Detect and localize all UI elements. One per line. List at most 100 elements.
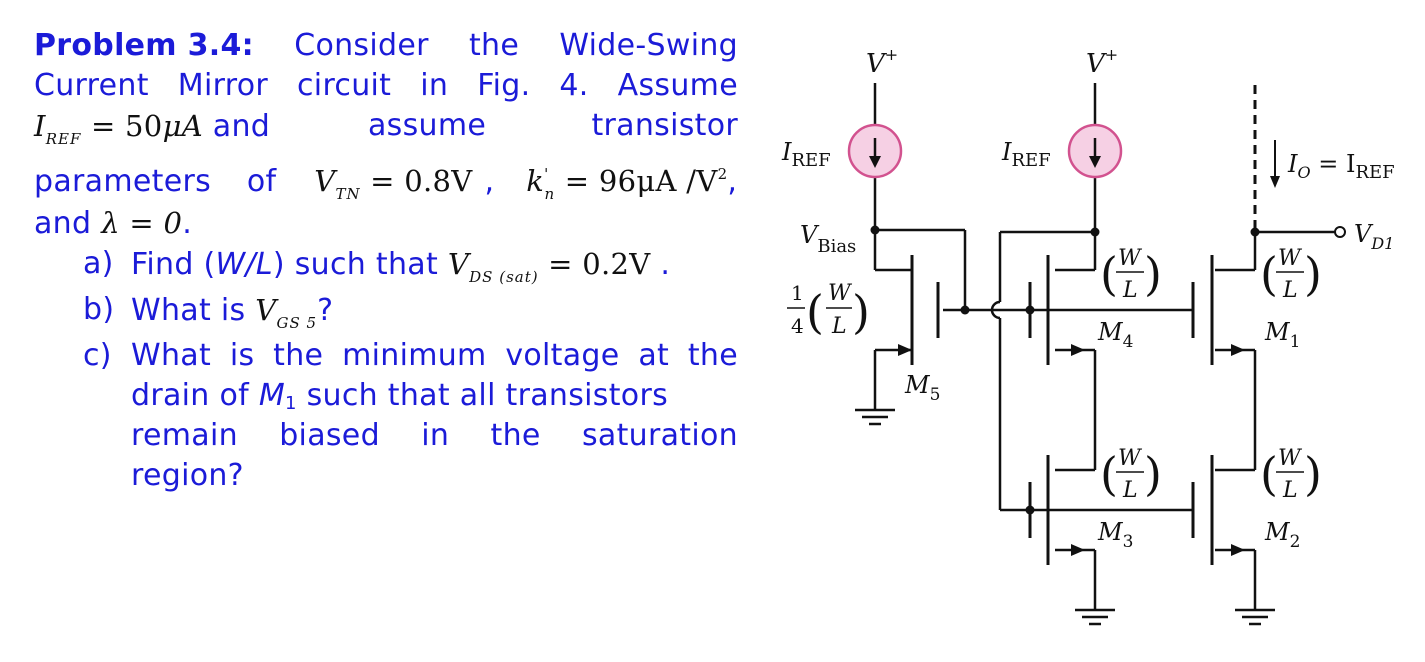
word: assume — [368, 108, 487, 143]
problem-title: Problem 3.4: — [34, 28, 254, 63]
word: Mirror — [177, 68, 268, 103]
word: Wide-Swing — [559, 28, 738, 63]
ground-symbols — [855, 408, 1275, 626]
m1-ratio: ( W L ) — [1260, 246, 1322, 303]
iref-label-left: IREF — [781, 138, 831, 171]
output-current-arrow — [1270, 140, 1280, 188]
problem-line-5: and λ = 0. — [34, 202, 738, 244]
svg-text:): ) — [1304, 247, 1322, 301]
m3-ratio: ( W L ) — [1100, 446, 1162, 503]
svg-text:L: L — [831, 314, 847, 339]
word: voltage — [505, 338, 620, 373]
wide-swing-current-mirror-schematic: V+ V+ IREF IREF IO = IREF VBias VD1 1 4 … — [781, 45, 1395, 626]
iref-symbol: I — [34, 109, 46, 143]
word: the — [687, 338, 738, 373]
word: biased — [279, 418, 380, 453]
word: drain of — [131, 378, 259, 413]
word: in — [421, 418, 450, 453]
kn-symbol: k — [526, 164, 545, 198]
word: such that all transistors — [296, 378, 669, 413]
m4-ratio: ( W L ) — [1100, 246, 1162, 303]
problem-line-1: Problem 3.4: Consider the Wide-Swing — [34, 26, 738, 66]
svg-text:1: 1 — [791, 281, 804, 305]
word: in — [420, 68, 449, 103]
vtn-equation: VTN = 0.8V — [314, 164, 473, 203]
vtn-subscript: TN — [335, 185, 361, 203]
iref-label-right: IREF — [1001, 138, 1051, 171]
word: the — [490, 418, 541, 453]
problem-line-3: IREF = 50μA and assume transistor — [34, 106, 738, 148]
question-b: b) What is VGS 5? — [34, 284, 738, 336]
m1-ref: M — [258, 378, 285, 413]
svg-text:L: L — [1122, 278, 1138, 303]
svg-text:4: 4 — [791, 314, 804, 338]
current-source-left — [847, 123, 903, 179]
word: the — [273, 338, 324, 373]
word: What — [131, 338, 212, 373]
comma: , — [727, 164, 738, 199]
and-word: and — [34, 206, 102, 241]
svg-text:L: L — [1282, 278, 1298, 303]
svg-text:(: ( — [1100, 447, 1118, 501]
svg-text:W: W — [1118, 446, 1143, 471]
period: . — [182, 206, 193, 241]
vd1-label: VD1 — [1354, 220, 1394, 253]
wires — [873, 83, 1335, 610]
svg-text:): ) — [1304, 447, 1322, 501]
vd1-terminal — [1334, 226, 1346, 238]
m4-label: M4 — [1097, 318, 1133, 352]
svg-text:): ) — [1144, 247, 1162, 301]
kn-prime: ' — [544, 165, 549, 183]
svg-text:(: ( — [806, 285, 824, 339]
source-arrows — [898, 344, 1245, 556]
comma: , — [484, 164, 495, 199]
svg-text:W: W — [1118, 246, 1143, 271]
m1-label: M1 — [1264, 318, 1300, 352]
svg-text:W: W — [1278, 446, 1303, 471]
ratio-wl: W/L — [215, 247, 273, 282]
kn-subscript: n — [544, 185, 556, 203]
m5-label: M5 — [904, 371, 940, 405]
word: the — [468, 28, 520, 63]
svg-text:(: ( — [1260, 447, 1278, 501]
word: at — [638, 338, 670, 373]
word: region? — [131, 458, 244, 493]
question-c-line-4: region? — [131, 456, 738, 496]
question-c-line-1: What is the minimum voltage at the — [131, 336, 738, 376]
transistor-m5 — [910, 255, 940, 365]
iref-unit: μA — [162, 109, 203, 143]
vtn-value: = 0.8V — [360, 164, 473, 198]
iref-value: = 50 — [81, 109, 163, 143]
vds-equation: VDS (sat) = 0.2V — [447, 247, 651, 286]
problem-line-2: Current Mirror circuit in Fig. 4. Assume — [34, 66, 738, 106]
word: of — [246, 164, 277, 199]
svg-text:L: L — [1122, 478, 1138, 503]
question-a: a) Find (W/L) such that VDS (sat) = 0.2V… — [34, 244, 738, 286]
vplus-left: V+ — [866, 45, 898, 79]
word: minimum — [342, 338, 487, 373]
question-a-text: Find (W/L) such that VDS (sat) = 0.2V . — [131, 247, 671, 286]
vbias-label: VBias — [800, 221, 856, 257]
m2-label: M2 — [1264, 518, 1300, 552]
question-c-line-2: drain of M1 such that all transistors — [131, 378, 669, 414]
svg-text:L: L — [1282, 478, 1298, 503]
svg-text:): ) — [852, 285, 870, 339]
kn-value: = 96μA /V — [555, 164, 718, 198]
question-b-label: b) — [83, 292, 115, 327]
io-label: IO = IREF — [1287, 150, 1395, 183]
current-source-right — [1067, 123, 1123, 179]
m2-ratio: ( W L ) — [1260, 446, 1322, 503]
circuit-labels: V+ V+ IREF IREF IO = IREF VBias VD1 1 4 … — [781, 45, 1395, 552]
transistor-m2 — [1191, 455, 1214, 565]
svg-text:(: ( — [1100, 247, 1118, 301]
svg-text:(: ( — [1260, 247, 1278, 301]
iref-equation: IREF = 50μA and — [34, 109, 270, 148]
transistor-m1 — [1191, 255, 1214, 365]
lambda-equation: λ = 0 — [101, 206, 183, 240]
word: Consider — [294, 28, 429, 63]
word: transistor — [591, 108, 738, 143]
word: Fig. — [477, 68, 531, 103]
question-a-label: a) — [83, 246, 114, 281]
word: parameters — [34, 164, 212, 199]
m3-label: M3 — [1097, 518, 1133, 552]
